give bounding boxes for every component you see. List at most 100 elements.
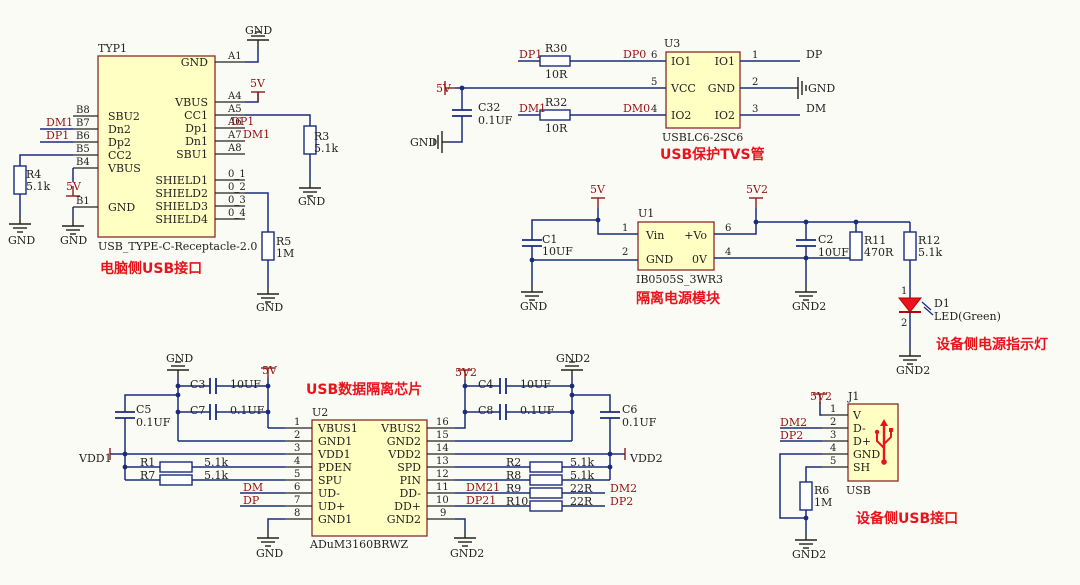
u2-pin-num: 1 bbox=[294, 417, 300, 428]
u1-pin-num: 6 bbox=[725, 223, 731, 234]
net-5v-label: 5V bbox=[590, 183, 606, 196]
net-dp2-label: DP2 bbox=[780, 429, 803, 442]
u2-pin-num: 4 bbox=[294, 456, 300, 467]
u2-pin-name: DD- bbox=[399, 487, 421, 500]
r5-value: 1M bbox=[276, 247, 294, 260]
r4-value: 5.1k bbox=[26, 180, 50, 193]
net-gnd2-label: GND2 bbox=[792, 548, 826, 561]
typ1-pin-name: SHIELD4 bbox=[155, 213, 208, 226]
u2-pin-name: GND2 bbox=[387, 435, 421, 448]
r9-value: 22R bbox=[570, 482, 593, 495]
typ1-pin-num: A1 bbox=[227, 51, 242, 62]
c32-ref: C32 bbox=[478, 101, 500, 114]
u3-pin-num: 5 bbox=[651, 77, 657, 88]
title-tvs: USB保护TVS管 bbox=[660, 146, 765, 163]
c4-value: 10UF bbox=[520, 378, 551, 391]
r2-ref: R2 bbox=[506, 456, 521, 469]
u2-pin-name: VBUS1 bbox=[317, 422, 358, 435]
j1-part: USB bbox=[846, 484, 871, 497]
net-gnd2-label: GND2 bbox=[896, 364, 930, 377]
u1-ref: U1 bbox=[638, 207, 654, 220]
u2-pin-name: GND1 bbox=[318, 513, 352, 526]
r9-ref: R9 bbox=[506, 482, 521, 495]
u1-pin-name: GND bbox=[646, 253, 673, 266]
r10-ref: R10 bbox=[506, 495, 528, 508]
u1-pin-name: Vin bbox=[645, 229, 664, 242]
typ1-connector: TYP1 USB_TYPE-C-Receptacle-2.0 B8 B7 B6 … bbox=[8, 24, 338, 314]
u2-ref: U2 bbox=[312, 406, 328, 419]
net-dp2-label: DP2 bbox=[610, 495, 633, 508]
r5-resistor bbox=[261, 231, 275, 261]
d1-pin-num: 1 bbox=[901, 286, 907, 297]
c3-ref: C3 bbox=[190, 378, 205, 391]
typ1-pin-num: A5 bbox=[227, 104, 242, 115]
d1-pin-num: 2 bbox=[901, 318, 907, 329]
typ1-pin-name: Dn2 bbox=[108, 123, 131, 136]
typ1-pin-num: B4 bbox=[76, 157, 90, 168]
j1-pin-num: 5 bbox=[830, 456, 836, 467]
typ1-pin-num: 0_4 bbox=[228, 208, 246, 219]
net-gnd-label: GND bbox=[60, 234, 87, 247]
u3-pin-num: 6 bbox=[651, 50, 657, 61]
typ1-pin-name: Dn1 bbox=[185, 135, 208, 148]
net-dp1-label: DP1 bbox=[46, 129, 69, 142]
net-dp0-label: DP0 bbox=[623, 48, 646, 61]
typ1-pin-num: B8 bbox=[76, 105, 90, 116]
net-dm1-label: DM1 bbox=[46, 116, 73, 129]
u2-pin-name: UD- bbox=[318, 487, 340, 500]
j1-pin-name: GND bbox=[853, 448, 880, 461]
typ1-part: USB_TYPE-C-Receptacle-2.0 bbox=[98, 240, 257, 253]
r1-ref: R1 bbox=[140, 456, 155, 469]
c7-value: 0.1UF bbox=[230, 404, 265, 417]
r7-value: 5.1k bbox=[204, 469, 228, 482]
u2-pin-name: GND1 bbox=[318, 435, 352, 448]
typ1-pin-name: GND bbox=[108, 201, 135, 214]
typ1-pin-name: SHIELD2 bbox=[155, 187, 208, 200]
net-gnd-label: GND bbox=[410, 136, 437, 149]
r6-ref: R6 bbox=[814, 484, 829, 497]
j1-pin-name: SH bbox=[853, 461, 870, 474]
u2-pin-name: SPU bbox=[318, 474, 342, 487]
typ1-pin-name: CC2 bbox=[108, 149, 132, 162]
u3-pin-name: IO2 bbox=[671, 109, 691, 122]
net-dm1-label: DM1 bbox=[519, 102, 546, 115]
r4-ref: R4 bbox=[26, 168, 41, 181]
u2-pin-num: 3 bbox=[294, 443, 300, 454]
net-gnd-label: GND bbox=[298, 195, 325, 208]
c5-value: 0.1UF bbox=[136, 416, 171, 429]
net-5v-label: 5V bbox=[262, 364, 278, 377]
r4-resistor bbox=[13, 165, 27, 195]
net-vdd2-label: VDD2 bbox=[629, 452, 663, 465]
typ1-pin-name: Dp1 bbox=[185, 122, 208, 135]
u2-pin-num: 2 bbox=[294, 430, 300, 441]
u2-pin-name: UD+ bbox=[318, 500, 345, 513]
c8-ref: C8 bbox=[478, 404, 493, 417]
u1-pin-name: +Vo bbox=[684, 229, 707, 242]
net-gnd-label: GND bbox=[256, 547, 283, 560]
u2-pin-name: VDD2 bbox=[387, 448, 421, 461]
typ1-pin-num: A8 bbox=[227, 143, 242, 154]
net-dp-label: DP bbox=[243, 494, 260, 507]
r8-ref: R8 bbox=[506, 469, 521, 482]
u3-ref: U3 bbox=[664, 37, 680, 50]
net-gnd-label: GND bbox=[245, 24, 272, 37]
r6-value: 1M bbox=[814, 496, 832, 509]
u2-pin-num: 11 bbox=[436, 482, 449, 493]
r11-resistor bbox=[849, 231, 863, 261]
net-gnd-label: GND bbox=[256, 301, 283, 314]
typ1-left-pins: B8 B7 B6 B5 B4 B1 SBU2 Dn2 Dp2 CC2 VBUS … bbox=[73, 105, 141, 214]
d1-led bbox=[897, 297, 923, 313]
c5-ref: C5 bbox=[136, 403, 151, 416]
r3-value: 5.1k bbox=[314, 142, 338, 155]
u3-pin-num: 4 bbox=[651, 104, 657, 115]
junction-dots bbox=[122, 85, 859, 521]
typ1-pin-name: VBUS bbox=[107, 162, 141, 175]
r8-resistor bbox=[529, 474, 563, 486]
u2-pin-num: 9 bbox=[440, 508, 446, 519]
u1-pin-num: 4 bbox=[725, 247, 731, 258]
c4-ref: C4 bbox=[478, 378, 493, 391]
r1-value: 5.1k bbox=[204, 456, 228, 469]
r12-value: 5.1k bbox=[918, 246, 942, 259]
c1-value: 10UF bbox=[542, 245, 573, 258]
u2-pin-num: 6 bbox=[294, 482, 300, 493]
